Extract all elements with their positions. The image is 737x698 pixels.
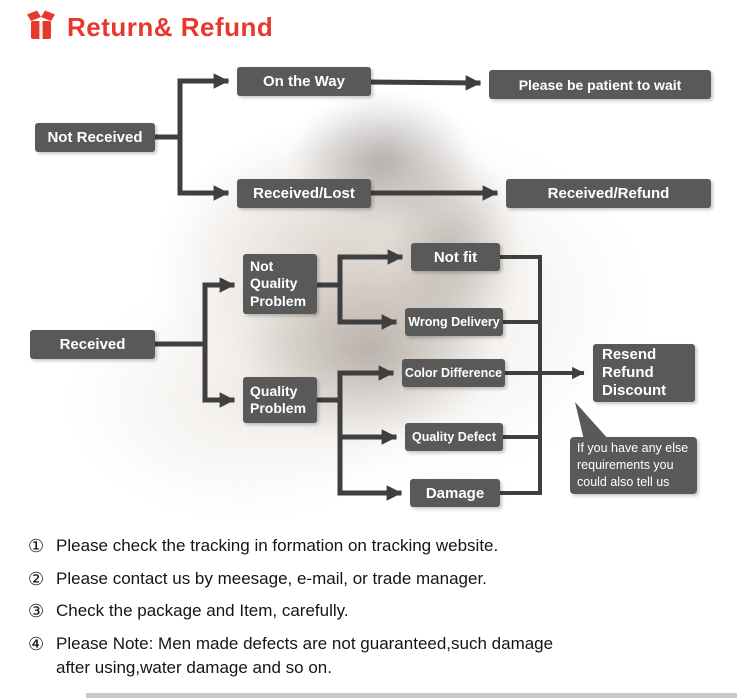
note-text: Check the package and Item, carefully. (56, 601, 349, 621)
node-damage: Damage (410, 479, 500, 507)
notes-list: ① Please check the tracking in formation… (28, 534, 728, 687)
note-text: Please Note: Men made defects are not gu… (56, 633, 554, 677)
node-quality-defect: Quality Defect (405, 423, 503, 451)
note-number: ③ (28, 601, 45, 622)
node-please-be-patient: Please be patient to wait (489, 70, 711, 99)
package-icon (26, 8, 56, 47)
requirements-speech-bubble: If you have any else requirements you co… (570, 437, 697, 494)
node-received-refund: Received/Refund (506, 179, 711, 208)
node-received: Received (30, 330, 155, 359)
node-not-received: Not Received (35, 123, 155, 152)
node-not-quality-problem: Not Quality Problem (243, 254, 317, 314)
node-on-the-way: On the Way (237, 67, 371, 96)
note-number: ② (28, 568, 45, 589)
node-quality-problem: Quality Problem (243, 377, 317, 423)
note-number: ④ (28, 633, 45, 654)
note-text: Please contact us by meesage, e-mail, or… (56, 568, 487, 588)
note-item-2: ② Please contact us by meesage, e-mail, … (28, 567, 728, 593)
note-text: Please check the tracking in formation o… (56, 536, 499, 555)
node-not-fit: Not fit (411, 243, 500, 271)
next-section-divider (86, 693, 737, 698)
note-item-1: ① Please check the tracking in formation… (28, 534, 728, 560)
note-item-3: ③ Check the package and Item, carefully. (28, 599, 728, 625)
header: Return& Refund (26, 8, 273, 47)
node-wrong-delivery: Wrong Delivery (405, 308, 503, 336)
note-number: ① (28, 536, 45, 556)
node-received-lost: Received/Lost (237, 179, 371, 208)
note-item-4: ④ Please Note: Men made defects are not … (28, 632, 728, 680)
node-color-difference: Color Difference (402, 359, 505, 387)
page-title: Return& Refund (67, 12, 274, 42)
node-resend-refund-discount: Resend Refund Discount (593, 344, 695, 402)
